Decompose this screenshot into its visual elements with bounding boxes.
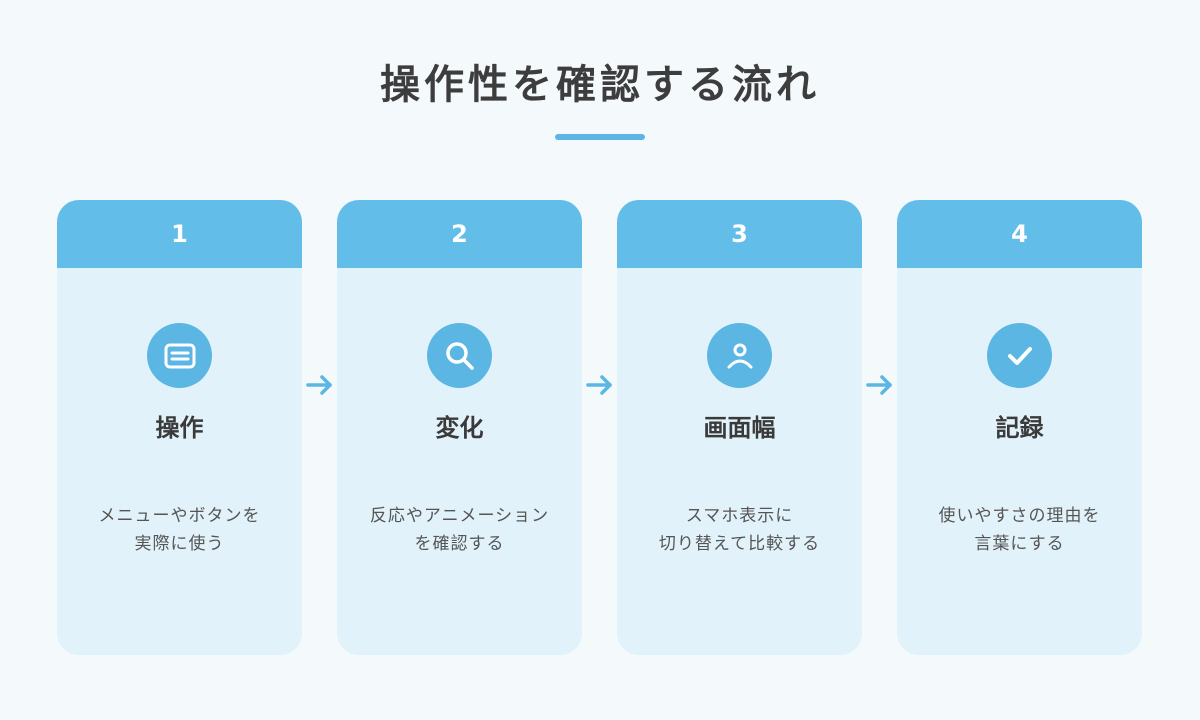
step-description-line: を確認する [414, 534, 505, 554]
step-description-line: 言葉にする [974, 534, 1065, 554]
step-title: 画面幅 [703, 414, 776, 442]
page-title: 操作性を確認する流れ [380, 62, 820, 108]
step-number: 2 [337, 200, 582, 268]
arrow-right-icon [306, 375, 332, 395]
step-card-4: 4 記録 使いやすさの理由を 言葉にする [897, 200, 1142, 655]
step-description-line: 切り替えて比較する [658, 534, 821, 554]
title-underline [555, 134, 645, 140]
step-description-line: 反応やアニメーション [369, 506, 550, 526]
check-icon [987, 323, 1052, 388]
step-card-1: 1 操作 メニューやボタンを 実際に使う [57, 200, 302, 655]
step-description-line: 実際に使う [134, 534, 225, 554]
step-description-line: メニューやボタンを [98, 506, 261, 526]
step-description: 反応やアニメーション を確認する [347, 502, 572, 558]
step-description: メニューやボタンを 実際に使う [67, 502, 292, 558]
step-description-line: スマホ表示に [685, 506, 794, 526]
arrow-right-icon [866, 375, 892, 395]
step-description: 使いやすさの理由を 言葉にする [907, 502, 1132, 558]
step-title: 操作 [155, 414, 204, 442]
step-number: 4 [897, 200, 1142, 268]
search-icon [427, 323, 492, 388]
step-description: スマホ表示に 切り替えて比較する [627, 502, 852, 558]
step-title: 記録 [995, 414, 1044, 442]
step-card-2: 2 変化 反応やアニメーション を確認する [337, 200, 582, 655]
user-icon [707, 323, 772, 388]
arrow-right-icon [586, 375, 612, 395]
step-card-3: 3 画面幅 スマホ表示に 切り替えて比較する [617, 200, 862, 655]
card-icon [147, 323, 212, 388]
step-description-line: 使いやすさの理由を [938, 506, 1101, 526]
step-title: 変化 [435, 414, 484, 442]
step-number: 3 [617, 200, 862, 268]
step-number: 1 [57, 200, 302, 268]
